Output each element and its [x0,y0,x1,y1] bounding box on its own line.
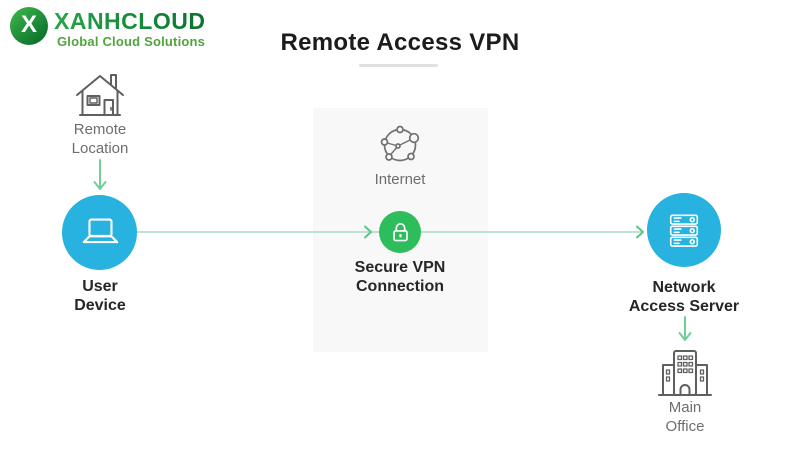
title-underline [359,64,438,67]
remote-location-label: Remote Location [71,121,129,157]
laptop-icon [82,218,118,243]
user-device-label: User Device [74,278,126,315]
brand-name: XANHCLOUD [54,8,206,34]
secure-vpn-node [379,211,421,253]
arrow-remote-to-device [93,159,107,190]
arrow-server-to-office [678,316,692,341]
brand-tagline: Global Cloud Solutions [57,34,206,49]
network-access-server-node [647,193,721,267]
main-office-label: Main Office [665,399,705,435]
logo-x-icon: X [20,11,37,38]
internet-label: Internet [374,171,426,188]
secure-vpn-label: Secure VPN Connection [354,259,446,296]
building-icon [658,350,712,396]
network-access-server-label: Network Access Server [628,279,740,316]
page-title: Remote Access VPN [280,29,520,56]
user-device-node [62,195,137,270]
house-icon [76,74,124,116]
brand-logo: X [10,7,48,45]
server-icon [669,214,699,247]
globe-network-icon [380,125,420,162]
lock-icon [392,222,408,241]
